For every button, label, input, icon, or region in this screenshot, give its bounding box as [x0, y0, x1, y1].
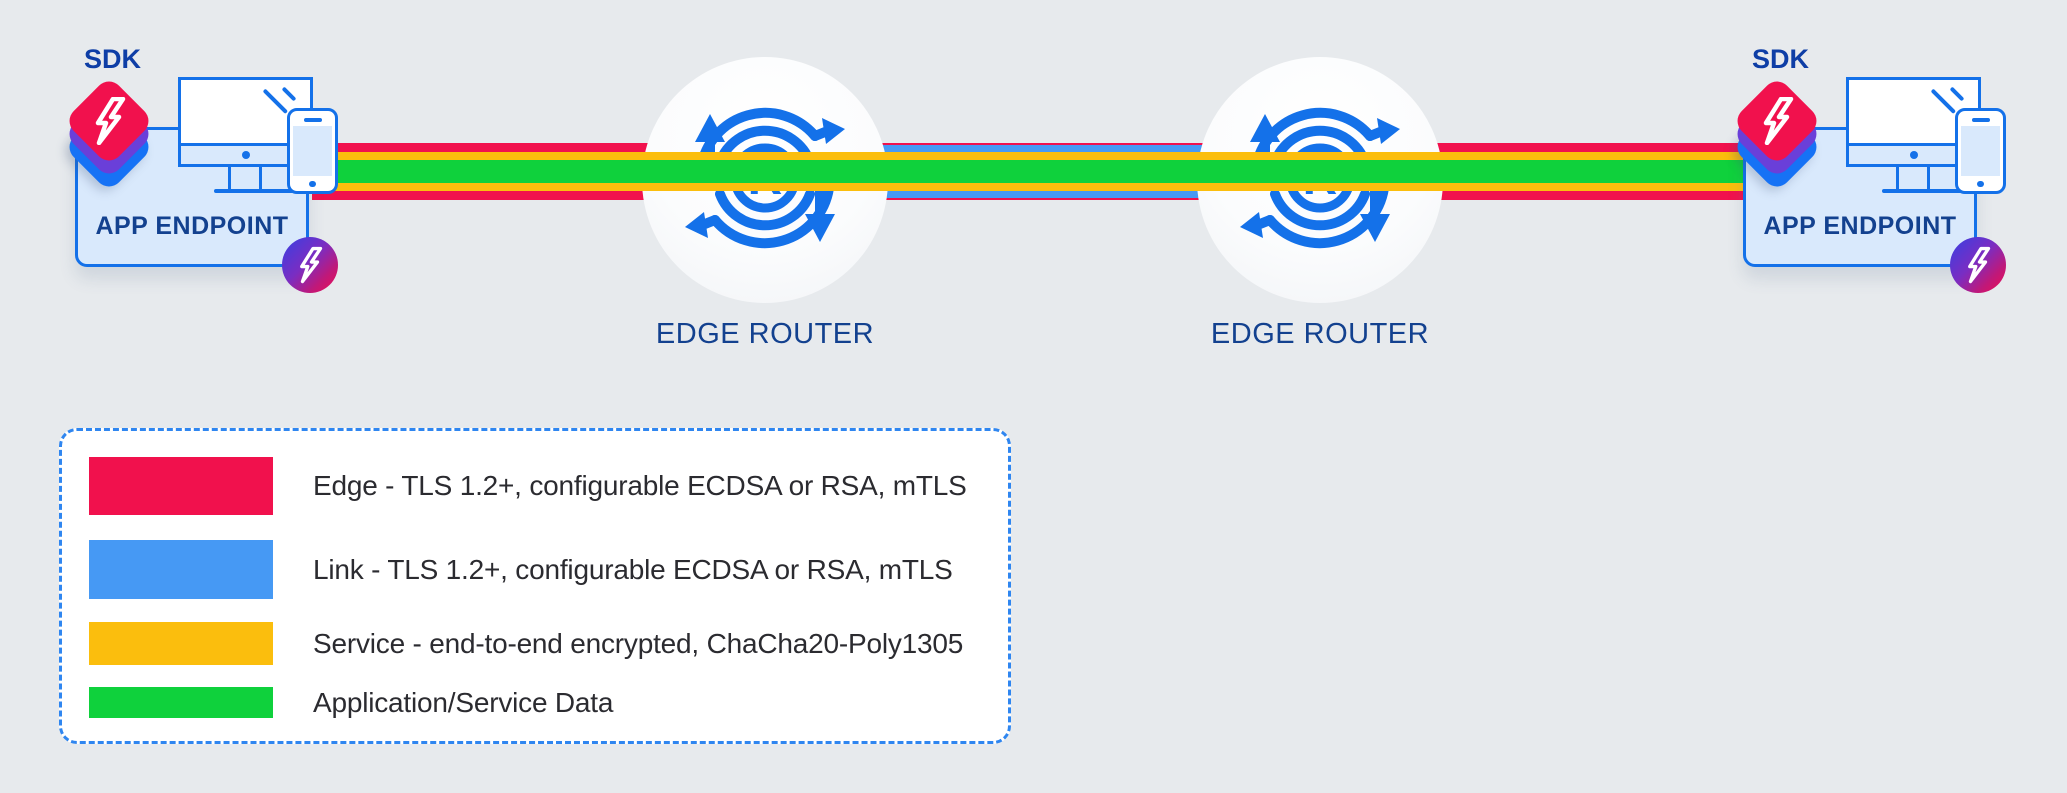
edge-router-label-right: EDGE ROUTER — [1210, 318, 1430, 350]
phone-home-button — [1977, 180, 1984, 187]
legend-item-link: Link - TLS 1.2+, configurable ECDSA or R… — [89, 540, 992, 599]
legend-swatch-service — [89, 622, 273, 665]
edge-router-label-left: EDGE ROUTER — [655, 318, 875, 350]
ziti-bolt-icon — [1757, 97, 1797, 145]
monitor-stand — [228, 164, 262, 191]
link-line-bottom — [765, 191, 1320, 199]
phone-speaker — [303, 118, 322, 122]
phone-icon — [1955, 108, 2006, 194]
monitor-base — [1882, 189, 1966, 193]
phone-home-button — [309, 180, 316, 187]
sdk-label: SDK — [1752, 44, 1810, 74]
legend-label-service: Service - end-to-end encrypted, ChaCha20… — [313, 627, 964, 659]
legend-item-service: Service - end-to-end encrypted, ChaCha20… — [89, 622, 992, 665]
application-data-line — [312, 160, 1750, 184]
legend-label-link: Link - TLS 1.2+, configurable ECDSA or R… — [313, 553, 953, 585]
link-line-top — [765, 144, 1320, 152]
legend-label-data: Application/Service Data — [313, 686, 614, 718]
legend-swatch-link — [89, 540, 273, 599]
ziti-badge-icon — [1950, 237, 2006, 293]
legend-item-data: Application/Service Data — [89, 687, 992, 718]
phone-screen — [1961, 126, 2000, 176]
app-endpoint-label: APP ENDPOINT — [95, 212, 289, 240]
ziti-bolt-icon — [89, 97, 129, 145]
app-endpoint-label: APP ENDPOINT — [1763, 212, 1957, 240]
legend-swatch-edge — [89, 457, 273, 515]
monitor-base — [214, 189, 298, 193]
legend-item-edge: Edge - TLS 1.2+, configurable ECDSA or R… — [89, 457, 992, 515]
ziti-bolt-icon — [1968, 246, 1991, 284]
ziti-bolt-icon — [300, 246, 323, 284]
app-endpoint-right: SDK APP ENDPOINT — [1668, 0, 2067, 330]
legend-box: Edge - TLS 1.2+, configurable ECDSA or R… — [59, 428, 1011, 744]
phone-icon — [287, 108, 338, 194]
ziti-badge-icon — [282, 237, 338, 293]
monitor-button — [1909, 151, 1918, 159]
legend-label-edge: Edge - TLS 1.2+, configurable ECDSA or R… — [313, 470, 967, 501]
app-endpoint-left: SDK APP ENDPOINT — [0, 0, 400, 330]
monitor-button — [241, 151, 250, 159]
phone-speaker — [1971, 118, 1990, 122]
phone-screen — [293, 126, 332, 176]
monitor-stand — [1896, 164, 1930, 191]
legend-swatch-data — [89, 687, 273, 718]
sdk-label: SDK — [84, 44, 142, 74]
